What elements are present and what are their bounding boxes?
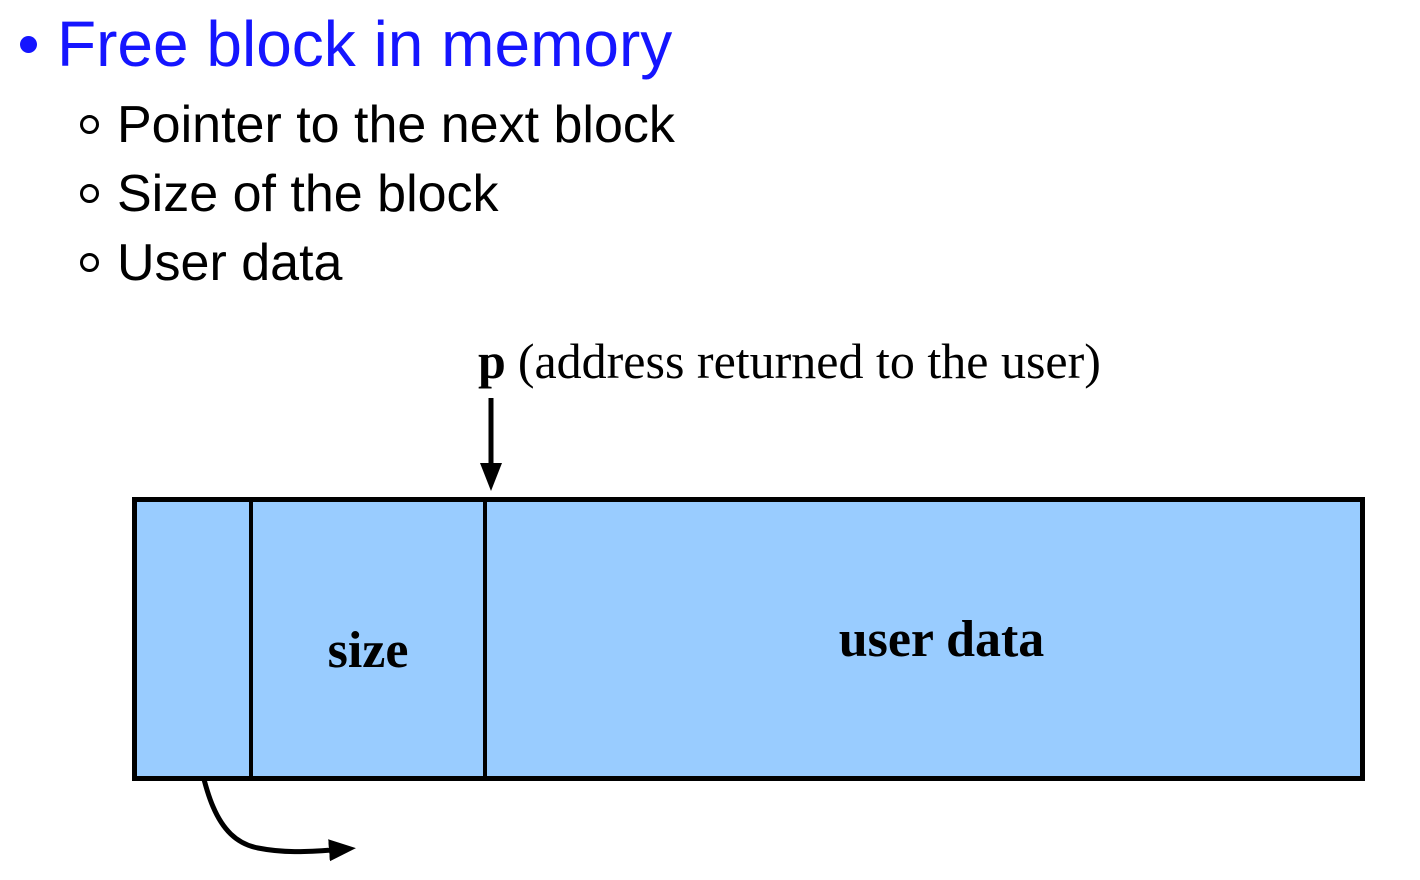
size-label: size bbox=[327, 621, 409, 679]
list-item: Size of the block bbox=[80, 159, 675, 228]
user-data-label: user data bbox=[838, 610, 1045, 668]
circle-bullet-icon bbox=[80, 184, 99, 203]
circle-bullet-icon bbox=[80, 115, 99, 134]
pointer-variable-name: p bbox=[478, 333, 506, 389]
bullet-text: Pointer to the next block bbox=[117, 95, 675, 154]
size-cell: size bbox=[253, 502, 487, 776]
pointer-address-label: p(address returned to the user) bbox=[478, 332, 1101, 390]
title-bullet-icon bbox=[20, 36, 37, 53]
user-data-cell: user data bbox=[487, 502, 1360, 776]
bullet-text: Size of the block bbox=[117, 164, 499, 223]
bullet-list: Pointer to the next block Size of the bl… bbox=[80, 90, 675, 297]
pointer-address-caption: (address returned to the user) bbox=[517, 333, 1101, 389]
memory-block: size user data bbox=[132, 497, 1365, 781]
slide-title: Free block in memory bbox=[57, 8, 673, 80]
pointer-cell bbox=[137, 502, 253, 776]
circle-bullet-icon bbox=[80, 253, 99, 272]
list-item: User data bbox=[80, 228, 675, 297]
bullet-text: User data bbox=[117, 233, 343, 292]
p-down-arrow-icon bbox=[480, 398, 502, 491]
list-item: Pointer to the next block bbox=[80, 90, 675, 159]
